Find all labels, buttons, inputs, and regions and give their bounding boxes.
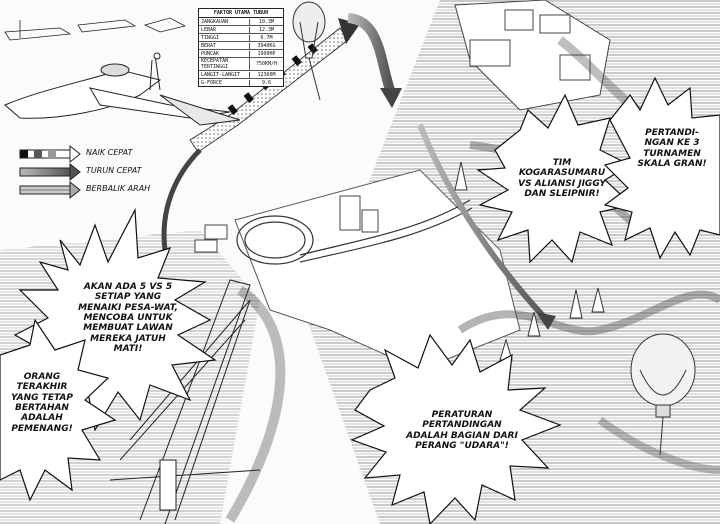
spec-row: G-FORCE 9.6 bbox=[199, 79, 283, 86]
legend-label-ascend: NAIK CEPAT bbox=[86, 148, 133, 157]
speech-bursts bbox=[0, 76, 720, 524]
buildings bbox=[194, 0, 611, 253]
dive-path bbox=[347, 13, 556, 330]
spec-table-title: FAKTOR UTAMA TUBUH bbox=[199, 9, 283, 18]
legend-arrows bbox=[19, 144, 81, 200]
bubble-last-standing-text: ORANG TERAKHIR YANG TETAP BERTAHAN ADALA… bbox=[11, 372, 73, 434]
spec-row: BERAT 3940KG bbox=[199, 42, 283, 50]
spiral-ramp bbox=[236, 199, 473, 265]
spec-value: 750KM/H bbox=[255, 61, 278, 67]
legend-label-reverse: BERBALIK ARAH bbox=[86, 184, 151, 193]
spec-value: 10.3M bbox=[258, 18, 275, 25]
burst-rules bbox=[350, 333, 562, 524]
legend-label-descend: TURUN CEPAT bbox=[86, 166, 142, 175]
spec-key: G-FORCE bbox=[199, 79, 250, 86]
burst-last bbox=[0, 318, 117, 502]
spec-value: 9.6 bbox=[261, 79, 272, 86]
bubble-rules-text: PERATURAN PERTANDINGAN ADALAH BAGIAN DAR… bbox=[406, 410, 518, 452]
spec-value: 3940KG bbox=[257, 42, 276, 49]
spec-row: PUNCAK 1999HP bbox=[199, 50, 283, 58]
checkered-arrow-icon bbox=[19, 144, 81, 164]
plane-sketches bbox=[4, 17, 187, 41]
spec-key: BERAT bbox=[199, 42, 250, 49]
spec-value: 1999HP bbox=[257, 50, 276, 57]
spec-value: 12.3M bbox=[258, 26, 275, 33]
spec-row: JANGKAUAN 10.3M bbox=[199, 18, 283, 26]
gray-arrow-icon bbox=[19, 162, 81, 182]
spec-value: 6.7M bbox=[260, 34, 273, 41]
spec-key: PUNCAK bbox=[199, 50, 250, 57]
bubble-round-text: PERTANDI-NGAN KE 3 TURNAMEN SKALA GRAN! bbox=[637, 128, 707, 170]
spec-table: FAKTOR UTAMA TUBUH JANGKAUAN 10.3M LEBAR 12… bbox=[198, 8, 284, 87]
bubble-5v5-text: AKAN ADA 5 VS 5 SETIAP YANG MENAIKI PESA… bbox=[78, 282, 178, 355]
spec-value: 12360M bbox=[257, 71, 276, 78]
balloon-right bbox=[630, 333, 696, 456]
spec-key: KECEPATAN TERTINGGI bbox=[199, 58, 250, 70]
spec-key: LEBAR bbox=[199, 26, 250, 33]
plane-drawing bbox=[4, 52, 241, 126]
spec-key: TINGGI bbox=[199, 34, 250, 41]
spec-key: LANGIT-LANGIT bbox=[199, 71, 250, 78]
bridge bbox=[109, 279, 261, 524]
spec-table-rows: JANGKAUAN 10.3M LEBAR 12.3M TINGGI 6.7M BERAT 3… bbox=[199, 18, 283, 86]
spec-row: LANGIT-LANGIT 12360M bbox=[199, 71, 283, 79]
spec-key: JANGKAUAN bbox=[199, 18, 250, 25]
spec-row: KECEPATAN TERTINGGI 750KM/H bbox=[199, 58, 283, 71]
bubble-teams-text: TIM KOGARASUMARU VS ALIANSI JIGGY DAN SL… bbox=[518, 158, 606, 200]
spec-row: LEBAR 12.3M bbox=[199, 26, 283, 34]
striped-arrow-icon bbox=[19, 180, 81, 200]
burst-teams bbox=[476, 93, 634, 264]
spec-row: TINGGI 6.7M bbox=[199, 34, 283, 42]
balloon-top bbox=[292, 1, 326, 101]
burst-round bbox=[603, 76, 720, 260]
